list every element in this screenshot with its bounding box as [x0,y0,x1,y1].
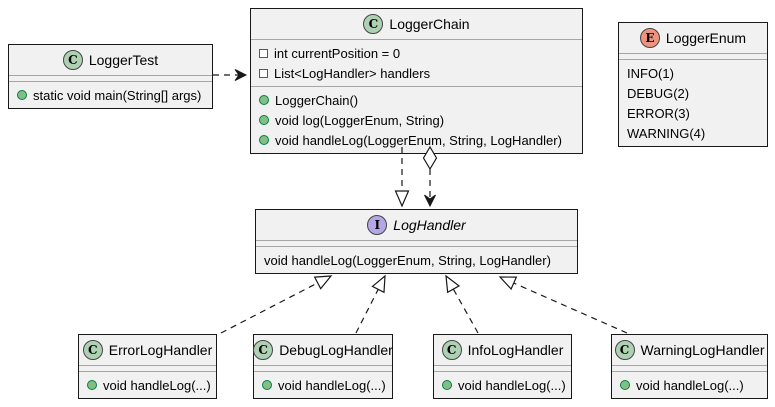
fields-compartment-empty [612,365,767,371]
method-label: void handleLog(...) [103,377,211,393]
realization-arrow-warningloghandler-loghandler [498,276,628,334]
private-field-icon [259,48,268,58]
method-label: LoggerChain() [275,92,359,108]
method-row: LoggerChain() [251,90,582,110]
interface-header-loghandler: I LogHandler [256,210,577,240]
enum-box-loggerenum: E LoggerEnum INFO(1) DEBUG(2) ERROR(3) W… [618,22,768,147]
private-field-icon [259,68,268,78]
methods-compartment: static void main(String[] args) [9,81,212,108]
method-row: void handleLog(...) [434,375,571,395]
enum-value-row: ERROR(3) [619,103,767,123]
method-row: void handleLog(LoggerEnum, String, LogHa… [251,130,582,150]
method-row: void handleLog(...) [254,375,392,395]
field-row: List<LogHandler> handlers [251,63,582,83]
class-title-warningloghandler: WarningLogHandler [640,342,765,358]
method-row: static void main(String[] args) [9,85,212,105]
enum-title-loggerenum: LoggerEnum [665,30,747,46]
class-title-loggerchain: LoggerChain [389,16,470,32]
interface-box-loghandler: I LogHandler void handleLog(LoggerEnum, … [255,209,578,274]
enum-value-label: DEBUG(2) [627,85,690,101]
methods-compartment: void handleLog(...) [434,371,571,398]
class-title-loggertest: LoggerTest [88,52,159,68]
enum-value-row: INFO(1) [619,63,767,83]
public-method-icon [259,135,269,145]
realization-arrow-infologhandler-loghandler [445,274,479,334]
class-icon: C [614,340,635,360]
method-label: void handleLog(...) [636,377,744,393]
fields-compartment: int currentPosition = 0 List<LogHandler>… [251,39,582,86]
interface-title-loghandler: LogHandler [393,217,466,233]
class-icon: C [441,340,462,360]
fields-compartment-empty [254,365,392,371]
field-row: int currentPosition = 0 [251,43,582,63]
enum-value-label: INFO(1) [627,65,674,81]
method-label: void handleLog(...) [458,377,566,393]
public-method-icon [262,380,272,390]
method-row: void log(LoggerEnum, String) [251,110,582,130]
method-label: void handleLog(...) [278,377,386,393]
methods-compartment: void handleLog(...) [254,371,392,398]
public-method-icon [17,90,27,100]
method-label: void handleLog(LoggerEnum, String, LogHa… [275,132,562,148]
class-box-loggerchain: C LoggerChain int currentPosition = 0 Li… [250,8,583,154]
realization-arrow-debugloghandler-loghandler [355,274,386,334]
method-row: void handleLog(...) [612,375,767,395]
fields-compartment-empty [9,75,212,81]
class-icon: C [363,14,384,34]
methods-compartment: void handleLog(...) [79,371,216,398]
fields-compartment-empty [619,53,767,59]
class-icon: C [62,50,83,70]
class-header-debugloghandler: C DebugLogHandler [253,335,393,365]
methods-compartment: void handleLog(...) [612,371,767,398]
class-box-loggertest: C LoggerTest static void main(String[] a… [8,44,213,109]
fields-compartment-empty [256,240,577,246]
public-method-icon [442,380,452,390]
method-label: void log(LoggerEnum, String) [275,112,445,128]
class-box-infologhandler: C InfoLogHandler void handleLog(...) [433,334,572,399]
method-row: void handleLog(...) [79,375,216,395]
public-method-icon [259,95,269,105]
enum-value-row: DEBUG(2) [619,83,767,103]
enum-value-label: WARNING(4) [627,125,706,141]
field-label: List<LogHandler> handlers [274,65,431,81]
enum-value-row: WARNING(4) [619,123,767,143]
class-header-loggerchain: C LoggerChain [251,9,582,39]
public-method-icon [620,380,630,390]
enum-value-label: ERROR(3) [627,105,690,121]
methods-compartment: LoggerChain() void log(LoggerEnum, Strin… [251,86,582,153]
method-label: static void main(String[] args) [33,87,202,103]
class-header-errorloghandler: C ErrorLogHandler [79,335,216,365]
realization-arrow-errorloghandler-loghandler [220,275,333,334]
public-method-icon [87,380,97,390]
class-icon: C [253,340,274,360]
class-box-debugloghandler: C DebugLogHandler void handleLog(...) [253,334,393,399]
class-title-debugloghandler: DebugLogHandler [279,342,393,358]
fields-compartment-empty [434,365,571,371]
public-method-icon [259,115,269,125]
interface-icon: I [367,215,388,235]
fields-compartment-empty [79,365,216,371]
class-title-infologhandler: InfoLogHandler [467,342,564,358]
class-title-errorloghandler: ErrorLogHandler [108,342,213,358]
enum-icon: E [639,28,660,48]
class-header-warningloghandler: C WarningLogHandler [612,335,767,365]
class-box-errorloghandler: C ErrorLogHandler void handleLog(...) [78,334,217,399]
method-row: void handleLog(LoggerEnum, String, LogHa… [256,250,577,270]
field-label: int currentPosition = 0 [274,45,401,61]
enum-header-loggerenum: E LoggerEnum [619,23,767,53]
class-box-warningloghandler: C WarningLogHandler void handleLog(...) [611,334,768,399]
methods-compartment: void handleLog(LoggerEnum, String, LogHa… [256,246,577,273]
class-icon: C [82,340,103,360]
class-header-loggertest: C LoggerTest [9,45,212,75]
method-label: void handleLog(LoggerEnum, String, LogHa… [264,252,551,268]
class-header-infologhandler: C InfoLogHandler [434,335,571,365]
enum-values-compartment: INFO(1) DEBUG(2) ERROR(3) WARNING(4) [619,59,767,146]
